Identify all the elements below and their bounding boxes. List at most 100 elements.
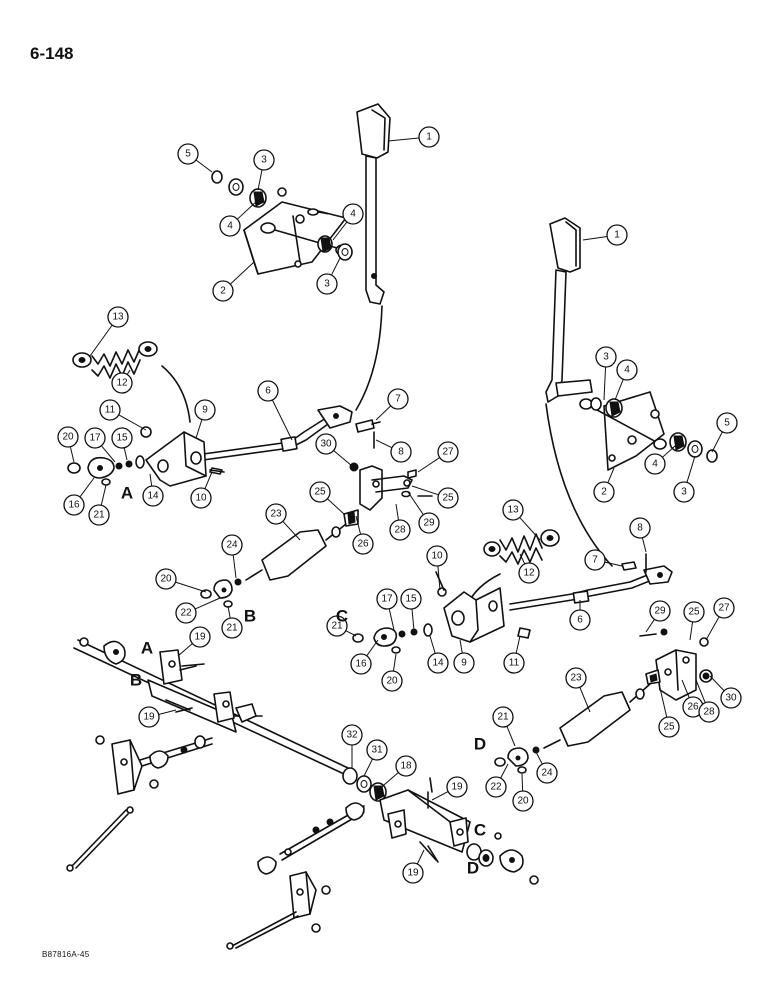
part-callout: 11 bbox=[503, 652, 525, 674]
part-callout: 28 bbox=[698, 701, 720, 723]
part-illustrations bbox=[66, 103, 718, 950]
part-callout: 29 bbox=[418, 512, 440, 534]
part-callout: 3 bbox=[673, 481, 695, 503]
callout-number: 9 bbox=[202, 405, 208, 416]
callout-number: 19 bbox=[451, 782, 463, 793]
callout-number: 5 bbox=[185, 149, 191, 160]
callout-number: 4 bbox=[652, 459, 658, 470]
callout-circle bbox=[111, 427, 133, 449]
callout-leader bbox=[607, 467, 615, 483]
callout-number: 8 bbox=[398, 447, 404, 458]
part-callout: 19 bbox=[189, 626, 211, 648]
callout-leader bbox=[345, 630, 357, 637]
callout-leader bbox=[519, 553, 526, 565]
callout-leader bbox=[195, 419, 203, 439]
callout-number: 3 bbox=[261, 155, 267, 166]
callout-leader bbox=[363, 758, 373, 777]
left-lever-pin bbox=[355, 419, 381, 449]
part-callout: 19 bbox=[446, 776, 468, 798]
callout-leader bbox=[331, 257, 341, 276]
left-control-lever bbox=[356, 103, 391, 305]
callout-number: 17 bbox=[89, 433, 101, 444]
callout-leader bbox=[500, 763, 509, 779]
part-callout: 27 bbox=[713, 597, 735, 619]
callout-circle bbox=[606, 224, 628, 246]
callout-circle bbox=[512, 790, 534, 812]
part-callout: 23 bbox=[565, 667, 587, 689]
lower-center-linkage bbox=[226, 802, 365, 950]
part-callout: 16 bbox=[63, 494, 85, 516]
callout-circle bbox=[350, 653, 372, 675]
reference-letter: A bbox=[121, 484, 133, 503]
reference-letter: C bbox=[474, 821, 486, 840]
part-callout: 30 bbox=[315, 433, 337, 455]
callout-number: 1 bbox=[426, 132, 432, 143]
callout-leader bbox=[417, 457, 440, 473]
callout-circle bbox=[437, 487, 459, 509]
callout-number: 14 bbox=[147, 491, 159, 502]
callout-number: 6 bbox=[577, 615, 583, 626]
callout-circle bbox=[315, 433, 337, 455]
part-callout: 8 bbox=[390, 441, 412, 463]
callout-leader bbox=[377, 772, 399, 791]
callout-circle bbox=[518, 562, 540, 584]
reference-letter: D bbox=[474, 735, 486, 754]
part-callout: 9 bbox=[194, 399, 216, 421]
part-callout: 20 bbox=[512, 790, 534, 812]
callout-leader bbox=[411, 485, 439, 496]
callout-leader bbox=[392, 653, 397, 672]
part-callout: 12 bbox=[518, 562, 540, 584]
part-callout: 1 bbox=[606, 224, 628, 246]
callout-leader bbox=[123, 447, 128, 461]
callout-circle bbox=[212, 280, 234, 302]
callout-circle bbox=[155, 568, 177, 590]
callout-circle bbox=[189, 626, 211, 648]
part-callout: 32 bbox=[341, 724, 363, 746]
callout-number: 23 bbox=[570, 673, 582, 684]
upper-cylinder bbox=[200, 509, 359, 608]
callout-leader bbox=[535, 751, 543, 765]
callout-circle bbox=[84, 427, 106, 449]
callout-leader bbox=[271, 399, 293, 441]
callout-leader bbox=[604, 561, 623, 567]
callout-leader bbox=[711, 431, 723, 453]
callout-circle bbox=[395, 755, 417, 777]
callout-number: 12 bbox=[523, 568, 535, 579]
callout-circle bbox=[177, 143, 199, 165]
callout-number: 22 bbox=[490, 782, 502, 793]
part-callout: 21 bbox=[326, 615, 348, 637]
part-callout: 11 bbox=[99, 399, 121, 421]
part-callout: 14 bbox=[427, 652, 449, 674]
callout-leader bbox=[437, 565, 441, 591]
callout-circle bbox=[253, 149, 275, 171]
callout-number: 4 bbox=[227, 221, 233, 232]
callout-leader bbox=[579, 687, 591, 713]
part-callout: 28 bbox=[389, 519, 411, 541]
callout-circle bbox=[716, 412, 738, 434]
left-lever-washers-and-bushings bbox=[211, 170, 353, 261]
left-bellcrank-bracket bbox=[140, 426, 223, 487]
callout-number: 4 bbox=[350, 209, 356, 220]
callout-number: 7 bbox=[395, 394, 401, 405]
part-callout: 20 bbox=[155, 568, 177, 590]
callout-number: 29 bbox=[654, 606, 666, 617]
reference-letter: A bbox=[141, 639, 153, 658]
callout-leader bbox=[681, 679, 690, 698]
part-callout: 12 bbox=[111, 372, 133, 394]
callout-circle bbox=[138, 706, 160, 728]
part-callout: 5 bbox=[716, 412, 738, 434]
part-callout: 8 bbox=[629, 517, 651, 539]
part-callout: 29 bbox=[649, 600, 671, 622]
callout-circle bbox=[63, 494, 85, 516]
callout-leader bbox=[603, 366, 607, 401]
callout-circle bbox=[341, 724, 363, 746]
right-bellcrank-bracket bbox=[437, 587, 531, 643]
right-cylinder-bracket bbox=[645, 628, 713, 701]
reference-letter: B bbox=[130, 671, 142, 690]
callout-circle bbox=[88, 504, 110, 526]
callout-circle bbox=[584, 549, 606, 571]
left-clevis-end bbox=[67, 455, 145, 486]
callout-number: 30 bbox=[320, 439, 332, 450]
part-callout: 30 bbox=[720, 687, 742, 709]
